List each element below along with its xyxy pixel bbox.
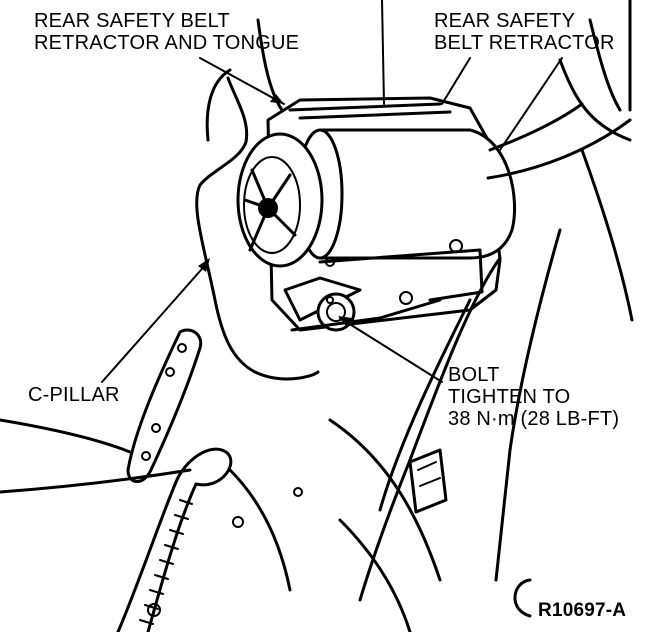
- figure-code-mark: [513, 578, 532, 618]
- bolt-label-line1: BOLT: [448, 364, 500, 386]
- c-pillar-label-text: C-PILLAR: [28, 384, 120, 406]
- retractor-housing: [236, 96, 516, 332]
- leader-lines: [101, 0, 563, 383]
- retractor-and-tongue-label-line2: RETRACTOR AND TONGUE: [34, 32, 300, 54]
- figure-code-text: R10697-A: [538, 600, 627, 621]
- retractor-and-tongue-label: REAR SAFETY BELT RETRACTOR AND TONGUE: [34, 10, 299, 54]
- c-pillar-label: C-PILLAR: [28, 384, 120, 406]
- c-pillar-trim: [0, 18, 320, 494]
- bolt-label-line3: 38 N·m (28 LB-FT): [448, 408, 620, 430]
- retractor-label: REAR SAFETY BELT RETRACTOR: [434, 10, 615, 54]
- retractor-and-tongue-label-line1: REAR SAFETY BELT: [34, 10, 230, 32]
- bolt-label-line2: TIGHTEN TO: [448, 386, 571, 408]
- retractor-label-line2: BELT RETRACTOR: [434, 32, 615, 54]
- trim-holes: [147, 296, 334, 617]
- trim-clip: [408, 448, 448, 514]
- figure-code: R10697-A: [538, 600, 626, 622]
- retractor-label-line1: REAR SAFETY: [434, 10, 576, 32]
- quarter-trim: [228, 0, 634, 632]
- belt-slot: [126, 328, 203, 483]
- bolt-label: BOLT TIGHTEN TO 38 N·m (28 LB-FT): [448, 364, 619, 430]
